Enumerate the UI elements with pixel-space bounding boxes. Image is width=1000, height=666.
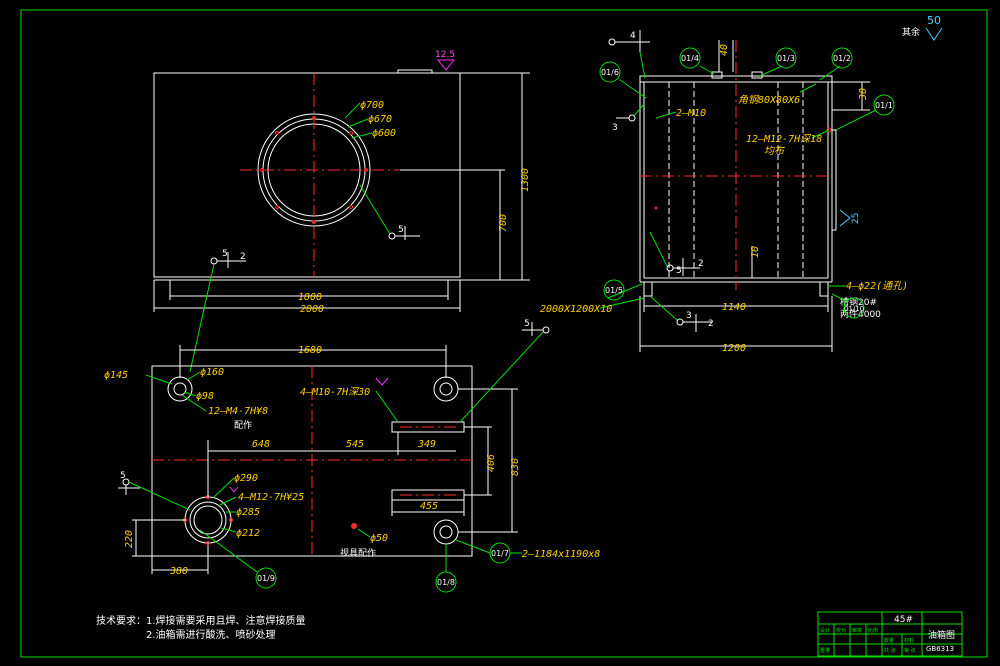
part-balloons: 01/6 01/4 01/3 01/2 01/1 01/5 01/10 01/8…	[255, 47, 895, 593]
svg-text:数量: 数量	[884, 637, 894, 644]
svg-text:5: 5	[676, 266, 682, 276]
svg-text:5: 5	[398, 225, 404, 235]
svg-text:3: 3	[686, 311, 692, 321]
svg-text:ϕ600: ϕ600	[372, 128, 396, 139]
svg-text:2—M10: 2—M10	[676, 108, 706, 119]
svg-text:4: 4	[630, 31, 636, 41]
svg-text:设计: 设计	[820, 627, 830, 634]
svg-text:349: 349	[417, 439, 436, 450]
svg-text:ϕ670: ϕ670	[368, 114, 392, 125]
svg-text:审核: 审核	[852, 627, 862, 634]
svg-text:4—M10-7H深30: 4—M10-7H深30	[300, 386, 370, 398]
side-view: 40 30 角钢80X80X6 2—M10 12—M12-7H深18 均布 10…	[540, 30, 908, 354]
drawing-code: GB6313	[926, 645, 954, 653]
svg-text:ϕ290: ϕ290	[234, 473, 258, 484]
roughness-top-value: 12.5	[435, 50, 455, 60]
svg-text:3: 3	[612, 123, 618, 133]
svg-text:10: 10	[750, 246, 761, 258]
svg-text:ϕ212: ϕ212	[236, 528, 260, 539]
svg-text:2: 2	[698, 259, 704, 269]
svg-text:校对: 校对	[836, 627, 846, 634]
svg-text:12—M4-7H¥8: 12—M4-7H¥8	[208, 406, 268, 417]
svg-text:2: 2	[240, 252, 246, 262]
svg-text:01/7: 01/7	[491, 549, 509, 558]
sheet-border	[20, 9, 988, 658]
svg-text:ϕ285: ϕ285	[236, 507, 260, 518]
svg-text:配作: 配作	[234, 419, 252, 431]
svg-text:2.油箱需进行酸洗、喷砂处理: 2.油箱需进行酸洗、喷砂处理	[146, 628, 276, 641]
drawing-number: 45#	[894, 615, 913, 625]
svg-text:4—M12-7H¥25: 4—M12-7H¥25	[238, 492, 304, 503]
svg-text:01/9: 01/9	[257, 574, 275, 583]
svg-text:455: 455	[420, 501, 438, 512]
svg-text:2: 2	[708, 319, 714, 329]
svg-text:均布: 均布	[764, 145, 786, 157]
svg-text:01/8: 01/8	[437, 578, 455, 587]
svg-text:01/10: 01/10	[844, 305, 864, 313]
svg-text:1300: 1300	[520, 168, 531, 192]
roughness-corner-value: 50	[927, 14, 941, 27]
svg-text:重量: 重量	[820, 647, 830, 654]
svg-text:406: 406	[486, 454, 497, 472]
svg-text:5: 5	[222, 249, 228, 259]
svg-text:01/5: 01/5	[605, 286, 623, 295]
svg-text:30: 30	[858, 88, 869, 101]
svg-text:648: 648	[252, 439, 270, 450]
svg-text:1.焊接需要采用且焊、注意焊接质量: 1.焊接需要采用且焊、注意焊接质量	[146, 614, 306, 627]
tech-requirements: 技术要求： 1.焊接需要采用且焊、注意焊接质量 2.油箱需进行酸洗、喷砂处理	[96, 614, 306, 641]
svg-text:1680: 1680	[298, 345, 322, 356]
svg-text:第 张: 第 张	[904, 647, 916, 654]
svg-text:5: 5	[120, 471, 126, 481]
svg-text:01/4: 01/4	[681, 54, 699, 63]
svg-text:830: 830	[510, 458, 521, 476]
svg-text:2—1184x1190x8: 2—1184x1190x8	[522, 549, 600, 560]
svg-text:比例: 比例	[868, 627, 878, 634]
svg-text:545: 545	[346, 439, 364, 450]
svg-text:4—ϕ22(通孔): 4—ϕ22(通孔)	[846, 280, 908, 292]
svg-text:01/3: 01/3	[777, 54, 795, 63]
svg-text:共 张: 共 张	[884, 647, 896, 654]
svg-text:视具配作: 视具配作	[340, 547, 376, 559]
svg-text:01/1: 01/1	[875, 101, 893, 110]
svg-text:技术要求：: 技术要求：	[96, 614, 146, 627]
roughness-note: 其余	[902, 26, 920, 38]
svg-text:ϕ98: ϕ98	[196, 391, 214, 402]
svg-text:材料: 材料	[904, 637, 914, 644]
svg-text:01/2: 01/2	[833, 54, 851, 63]
svg-text:1200: 1200	[722, 343, 746, 354]
svg-text:01/6: 01/6	[601, 68, 619, 77]
svg-text:220: 220	[124, 530, 135, 548]
svg-text:ϕ700: ϕ700	[360, 100, 384, 111]
svg-text:2000: 2000	[300, 304, 324, 315]
roughness-corner-symbol	[925, 27, 943, 41]
svg-text:ϕ50: ϕ50	[370, 533, 388, 544]
svg-text:25: 25	[851, 213, 861, 224]
svg-text:1800: 1800	[298, 292, 322, 303]
front-view: 12.5 ϕ700 ϕ670 ϕ600 5 1800 2	[153, 50, 531, 315]
svg-text:12—M12-7H深18: 12—M12-7H深18	[746, 133, 822, 145]
svg-text:ϕ160: ϕ160	[200, 367, 224, 378]
svg-text:ϕ145: ϕ145	[104, 370, 128, 381]
svg-text:5: 5	[524, 319, 530, 329]
svg-text:40: 40	[719, 44, 730, 56]
svg-text:1140: 1140	[722, 302, 746, 313]
drawing-name: 油箱图	[928, 629, 955, 641]
svg-text:2000X1200X10: 2000X1200X10	[540, 304, 612, 315]
title-block: 45# 油箱图 GB6313 设计 校对 审核 比例 数量 材料 重量 共 张 …	[817, 611, 963, 657]
roughness-top-symbol	[436, 59, 456, 71]
svg-text:角钢80X80X6: 角钢80X80X6	[738, 94, 800, 106]
front-outline	[153, 72, 461, 278]
top-view: 1680 ϕ145 ϕ160 ϕ98 12—M4-7H¥8 配作 4—M10-7…	[104, 319, 600, 577]
svg-text:700: 700	[498, 214, 509, 232]
svg-text:380: 380	[169, 566, 188, 577]
